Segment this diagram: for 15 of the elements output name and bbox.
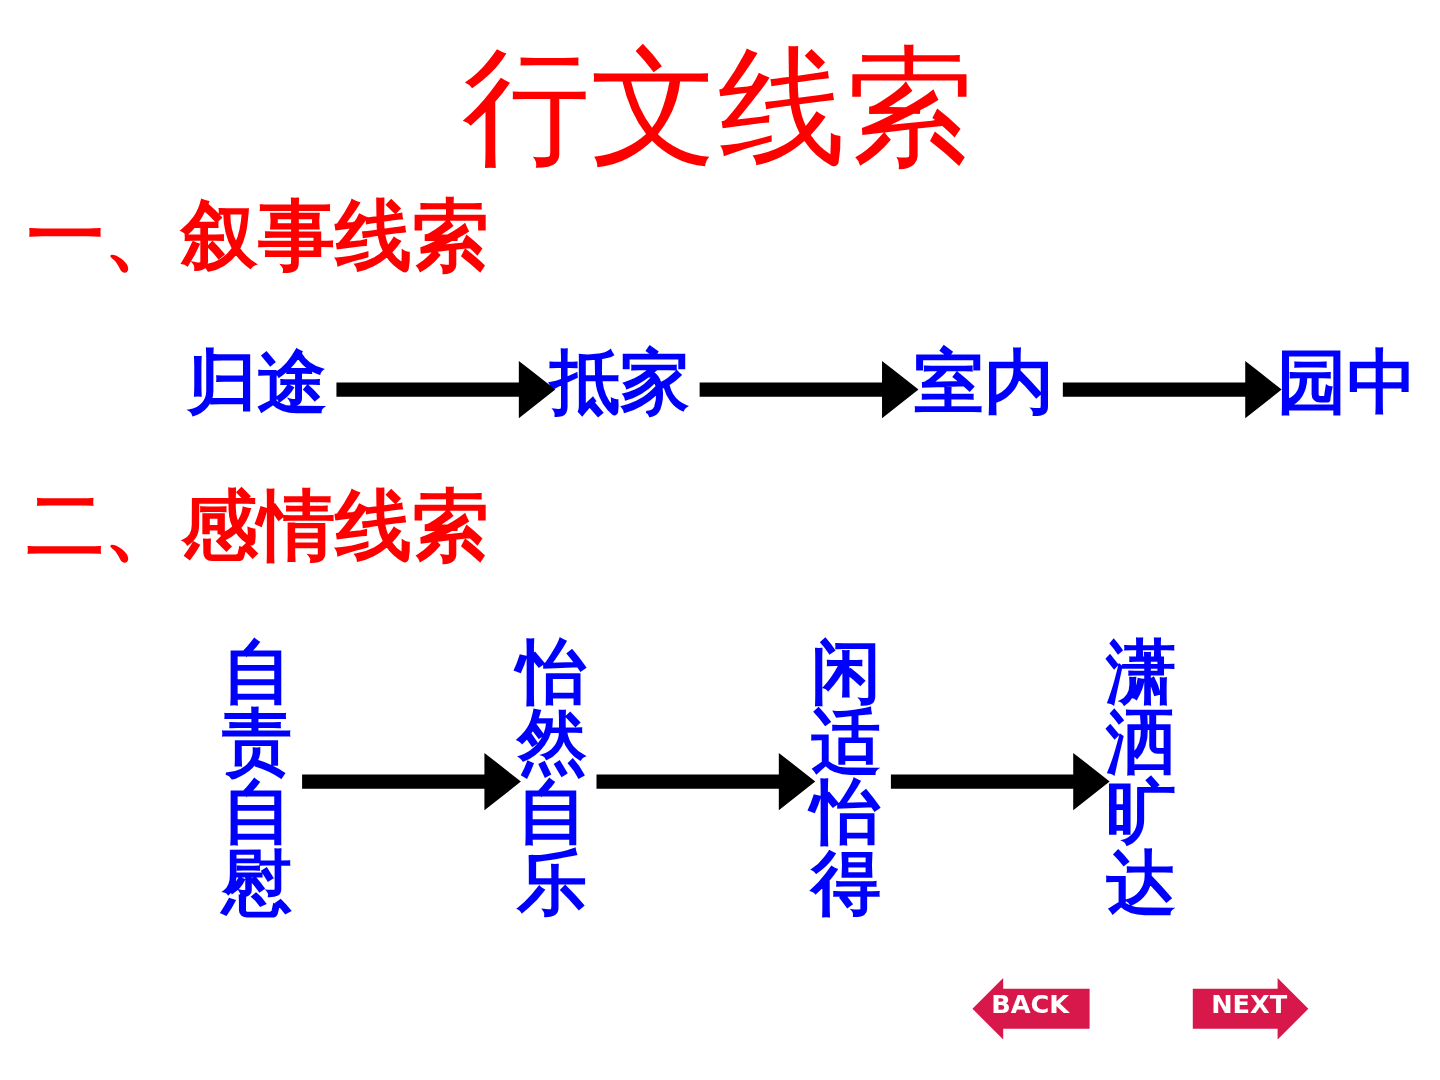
arrow <box>890 752 1110 811</box>
arrow <box>596 752 816 811</box>
arrow <box>302 752 521 811</box>
node-text: 归途 <box>187 340 328 423</box>
node-text: 自责自慰 <box>222 630 293 924</box>
node-text: 园中 <box>1276 340 1417 423</box>
arrow <box>699 360 919 419</box>
diagram-title: 行文线索 <box>462 37 975 180</box>
label: 一、叙事线索 <box>27 191 490 281</box>
label: 二、感情线索 <box>27 480 490 570</box>
node-text: 室内 <box>913 340 1054 423</box>
node-text: 抵家 <box>550 340 691 423</box>
arrow <box>336 360 556 419</box>
node-text: 潇洒旷达 <box>1105 630 1176 924</box>
arrow <box>1062 360 1282 419</box>
